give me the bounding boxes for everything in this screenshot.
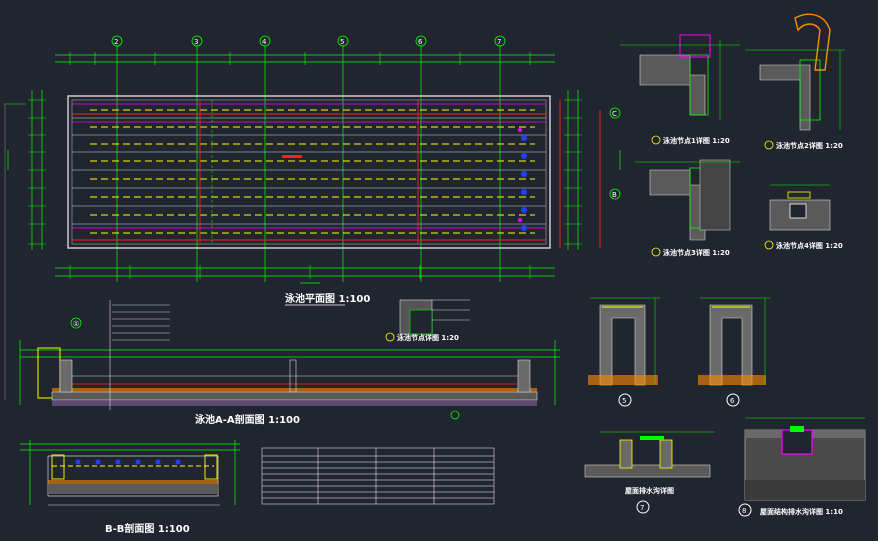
pool-plan: 2 3 4 5 6 7 C B 泳池平面图 1:100 [4,35,621,306]
detail-4: 泳池节点4详图 1:20 [764,184,843,250]
detail-6-num: 6 [730,397,735,405]
detail-7-title: 屋面排水沟详图 [625,486,674,495]
detail-1-title: 泳池节点1详图 1:20 [663,136,730,145]
detail-2: 泳池节点2详图 1:20 [745,13,845,150]
detail-3: 泳池节点3详图 1:20 [635,159,740,257]
axis-4-label: 4 [262,38,267,46]
detail-6: 6 [698,297,770,407]
detail-5: 5 [588,297,660,407]
detail-2-title: 泳池节点2详图 1:20 [776,141,843,150]
detail-8: 屋面结构排水沟详图 1:10 8 [738,417,866,517]
section-bb: B-B剖面图 1:100 [20,440,240,535]
detail-4-title: 泳池节点4详图 1:20 [776,241,843,250]
detail-5-num: 5 [622,397,626,405]
axis-b-label: B [612,191,617,199]
detail-7-num: 7 [640,504,644,512]
axis-3-label: 3 [194,38,198,46]
axis-2-label: 2 [114,38,118,46]
detail-7: 屋面排水沟详图 7 [584,431,715,514]
plan-title: 泳池平面图 1:100 [285,292,370,305]
axis-7-label: 7 [497,38,501,46]
detail-8-title: 屋面结构排水沟详图 1:10 [760,507,843,516]
section-aa: ① 泳池A-A剖面图 1:100 [19,300,560,426]
section-callout-1 [70,317,82,329]
axis-5-label: 5 [340,38,344,46]
section-callout-1-label: ① [73,320,79,328]
detail-8-num: 8 [742,507,746,515]
section-aa-title: 泳池A-A剖面图 1:100 [195,413,300,426]
section-bb-title: B-B剖面图 1:100 [105,522,190,535]
detail-3-title: 泳池节点3详图 1:20 [663,248,730,257]
detail-1: 泳池节点1详图 1:20 [620,34,740,145]
detail-9-title: 泳池节点详图 1:20 [397,333,459,342]
axis-6-label: 6 [418,38,423,46]
axis-c-label: C [612,110,617,118]
material-table [261,447,495,505]
detail-9: 泳池节点详图 1:20 [385,299,470,342]
